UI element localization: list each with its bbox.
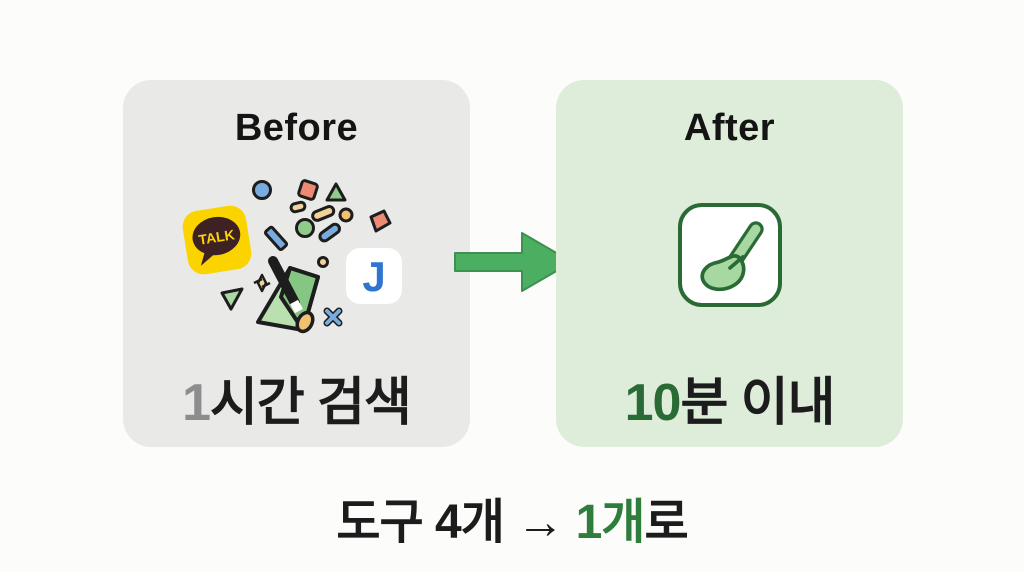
sparkle-icon [252, 273, 271, 293]
design-tool-icon [252, 256, 342, 334]
after-title: After [683, 107, 776, 149]
scattered-tools-illustration: TALK J [182, 179, 402, 334]
svg-text:TALK: TALK [197, 226, 235, 247]
before-title: Before [234, 107, 359, 149]
paintbrush-icon [700, 221, 764, 292]
j-app-icon: J [345, 248, 402, 304]
single-tool-app-icon [677, 203, 782, 307]
transition-arrow [450, 225, 578, 300]
confetti-shapes [220, 179, 391, 311]
before-result-text: 1시간 검색 [182, 374, 412, 432]
caption-text: 도구 4개 → 1개로 [336, 496, 688, 549]
arrow-right-icon [454, 232, 573, 292]
kakaotalk-icon: TALK [182, 205, 251, 275]
before-card: Before TALK [123, 80, 470, 447]
after-result-text: 10분 이내 [624, 374, 836, 432]
after-card: After 10분 이내 [556, 80, 903, 447]
svg-text:J: J [362, 253, 385, 300]
x-sparkle-icon [324, 309, 341, 325]
